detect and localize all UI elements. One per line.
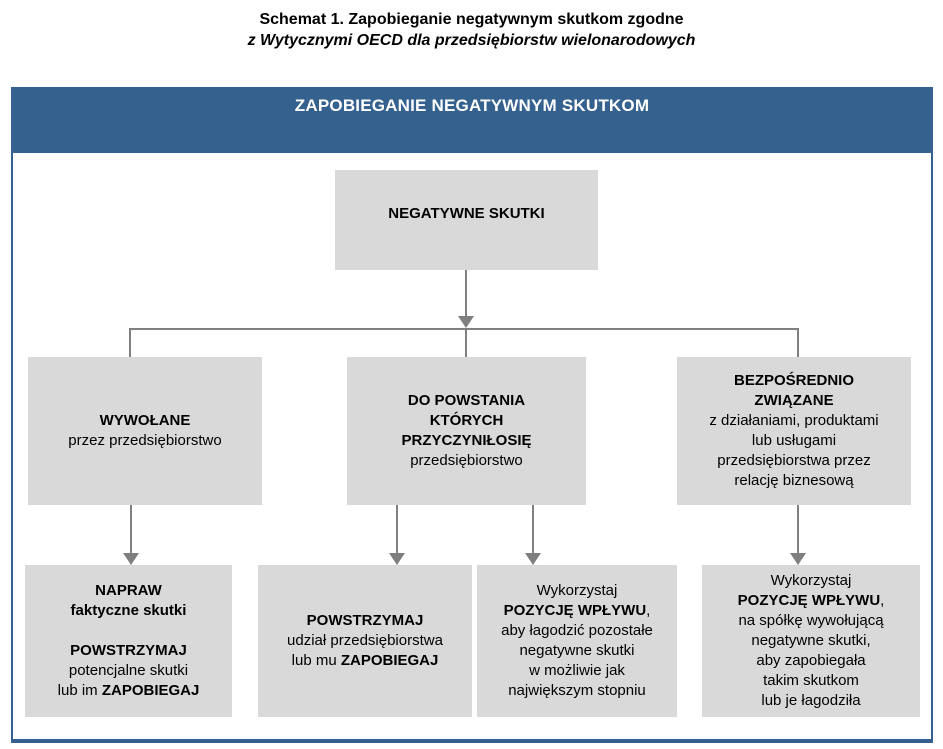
box-negative-impacts: NEGATYWNE SKUTKI <box>335 170 598 270</box>
page-title: Schemat 1. Zapobieganie negatywnym skutk… <box>0 9 943 51</box>
connector-drop-center <box>465 328 467 357</box>
box-text-line: POZYCJĘ WPŁYWU, <box>503 602 651 619</box>
box-text-line: negatywne skutki <box>519 642 635 659</box>
box-contributed-to: DO POWSTANIA KTÓRYCH PRZYCZYNIŁOSIĘ przedsi… <box>347 357 586 505</box>
box-text-line: relację biznesową <box>734 472 854 489</box>
box-text-line: w możliwie jak <box>529 662 625 679</box>
arrow-down-icon <box>525 553 541 565</box>
page-title-line2: z Wytycznymi OECD dla przedsiębiorstw wi… <box>247 32 696 49</box>
connector-arrow-3-line <box>532 505 534 553</box>
box-text-line: aby zapobiegała <box>756 652 866 669</box>
box-text-line: PRZYCZYNIŁOSIĘ <box>401 432 532 449</box>
box-text-line: przedsiębiorstwa przez <box>717 452 871 469</box>
diagram-container: ZAPOBIEGANIE NEGATYWNYM SKUTKOM NEGATYWN… <box>11 87 933 743</box>
box-directly-linked: BEZPOŚREDNIO ZWIĄZANE z działaniami, produ… <box>677 357 911 505</box>
box-text-line: lub im ZAPOBIEGAJ <box>57 682 200 699</box>
box-text-line: KTÓRYCH <box>429 412 504 429</box>
arrow-down-icon <box>790 553 806 565</box>
arrow-down-icon <box>458 316 474 328</box>
box-text-line: Wykorzystaj <box>536 582 618 599</box>
box-text-line: przedsiębiorstwo <box>410 452 523 469</box>
box-text-line: aby łagodzić pozostałe <box>501 622 653 639</box>
box-text-line: POZYCJĘ WPŁYWU, <box>737 592 885 609</box>
box-cease-contribution: POWSTRZYMAJ udział przedsiębiorstwa lub mu… <box>258 565 472 717</box>
box-caused-by-enterprise: WYWOŁANE przez przedsiębiorstwo <box>28 357 262 505</box>
connector-drop-right <box>797 328 799 357</box>
box-text-line: WYWOŁANE <box>99 412 191 429</box>
box-text-line: POWSTRZYMAJ <box>306 612 424 629</box>
arrow-down-icon <box>123 553 139 565</box>
connector-branch-line <box>129 328 799 330</box>
box-text-line: BEZPOŚREDNIO <box>733 372 854 389</box>
box-text-line: potencjalne skutki <box>68 662 189 679</box>
connector-arrow-1-line <box>130 505 132 553</box>
box-text-line: POWSTRZYMAJ <box>70 642 187 659</box>
connector-arrow-2-line <box>396 505 398 553</box>
box-text-line: udział przedsiębiorstwa <box>287 632 443 649</box>
page-title-line1: Schemat 1. Zapobieganie negatywnym skutk… <box>259 11 684 28</box>
connector-drop-left <box>129 328 131 357</box>
arrow-down-icon <box>389 553 405 565</box>
box-text-line: z działaniami, produktami <box>709 412 879 429</box>
box-text-line: lub usługami <box>751 432 837 449</box>
box-text-line: przez przedsiębiorstwo <box>68 432 222 449</box>
connector-arrow-4-line <box>797 505 799 553</box>
box-text-line <box>126 621 130 641</box>
box-text-line: na spółkę wywołującą <box>738 612 884 629</box>
box-remediate-prevent: NAPRAW faktyczne skutki POWSTRZYMAJ potenc… <box>25 565 232 717</box>
box-text-line: największym stopniu <box>508 682 646 699</box>
box-text-line: lub je łagodziła <box>761 692 861 709</box>
box-text-line: NEGATYWNE SKUTKI <box>388 205 545 222</box>
diagram-banner: ZAPOBIEGANIE NEGATYWNYM SKUTKOM <box>13 87 931 153</box>
connector-trunk-line <box>465 270 467 318</box>
box-text-line: negatywne skutki, <box>751 632 871 649</box>
box-text-line: faktyczne skutki <box>70 602 187 619</box>
box-text-line: takim skutkom <box>763 672 859 689</box>
box-text-line: NAPRAW <box>95 582 162 599</box>
box-text-line: lub mu ZAPOBIEGAJ <box>291 652 439 669</box>
box-text-line: DO POWSTANIA <box>407 392 526 409</box>
box-text-line: ZWIĄZANE <box>754 392 834 409</box>
box-text-line: Wykorzystaj <box>770 572 852 589</box>
